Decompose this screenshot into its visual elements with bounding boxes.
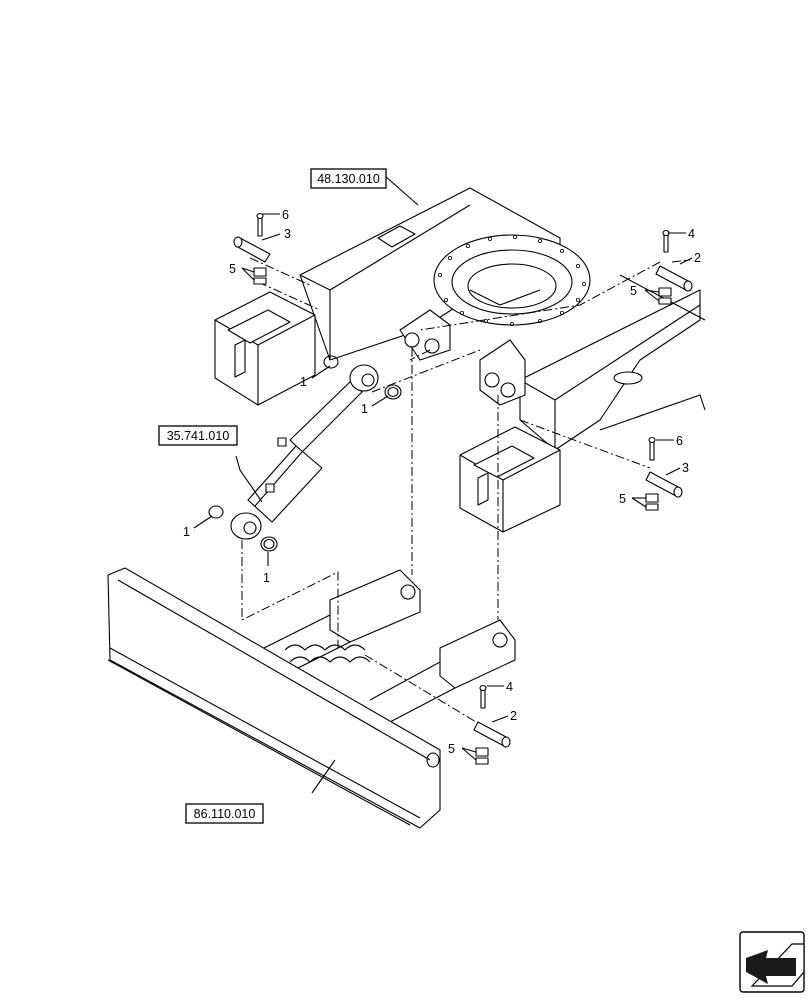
reference-frame-label: 48.130.010: [317, 172, 380, 186]
callout-5: 5: [229, 262, 236, 276]
callout-3: 3: [682, 461, 689, 475]
callout-6: 6: [676, 434, 683, 448]
reference-cylinder-label: 35.741.010: [167, 429, 230, 443]
callout-5: 5: [448, 742, 455, 756]
assembly-lines: [241, 257, 691, 729]
callout-6: 6: [282, 208, 289, 222]
callout-1: 1: [361, 402, 368, 416]
previous-page-arrow-icon[interactable]: [739, 931, 805, 993]
reference-blade[interactable]: 86.110.010: [185, 803, 264, 824]
callout-3: 3: [284, 227, 291, 241]
reference-blade-label: 86.110.010: [194, 807, 256, 821]
callout-5: 5: [619, 492, 626, 506]
callout-1: 1: [263, 571, 270, 585]
callout-2: 2: [694, 251, 701, 265]
callout-5: 5: [630, 284, 637, 298]
undercarriage-frame: [214, 187, 706, 533]
callout-2: 2: [510, 709, 517, 723]
callout-1: 1: [183, 525, 190, 539]
reference-cylinder[interactable]: 35.741.010: [158, 425, 238, 446]
pins-and-fasteners: [233, 212, 693, 765]
part-callouts: 1 1 1 1 2 2 3 3 4 4 5 5 5 5 6 6: [183, 208, 701, 756]
callout-4: 4: [688, 227, 695, 241]
callout-4: 4: [506, 680, 513, 694]
leader-lines: [193, 175, 693, 794]
reference-frame[interactable]: 48.130.010: [310, 168, 387, 189]
dozer-blade: [107, 567, 516, 829]
snap-rings: [208, 355, 402, 552]
blade-lift-cylinder: [230, 364, 379, 540]
callout-1: 1: [300, 375, 307, 389]
